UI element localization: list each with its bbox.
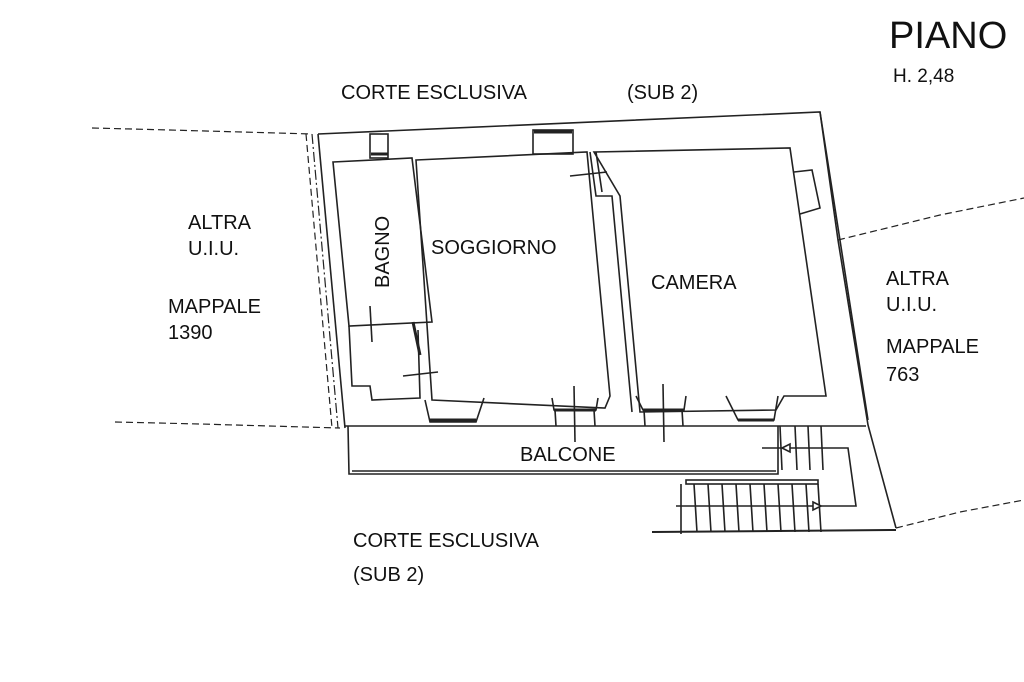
property-boundary-right: [837, 197, 1024, 529]
stairs-lower: [651, 479, 897, 534]
window-bagno: [369, 133, 389, 159]
neighbor-left-line2: U.I.U.: [188, 238, 240, 260]
boundary-dashdot: [311, 133, 339, 429]
room-camera-outline: [592, 147, 827, 413]
neighbor-right-line2: U.I.U.: [886, 294, 938, 316]
room-label-camera: CAMERA: [651, 272, 737, 294]
door-mark: [569, 171, 608, 177]
neighbor-left-mappale-number: 1390: [168, 322, 213, 344]
neighbor-right-mappale-number: 763: [886, 364, 920, 386]
neighbor-right-line1: ALTRA: [886, 268, 949, 290]
neighbor-left-line1: ALTRA: [188, 212, 251, 234]
camera-niche: [793, 169, 821, 215]
room-label-balcone: BALCONE: [520, 444, 616, 466]
neighbor-left-mappale-label: MAPPALE: [168, 296, 261, 318]
property-boundary-left: [91, 127, 341, 429]
courtyard-bottom-sub: (SUB 2): [353, 564, 425, 586]
window-soggiorno-bottom: [424, 397, 485, 423]
courtyard-top-sub: (SUB 2): [627, 82, 699, 104]
building-outline: [317, 111, 869, 429]
plan-title: PIANO: [889, 15, 1008, 57]
corridor-outline: [348, 325, 421, 401]
door-mark: [402, 371, 439, 377]
ceiling-height: H. 2,48: [893, 66, 955, 87]
east-wall: [819, 111, 897, 529]
room-label-soggiorno: SOGGIORNO: [431, 237, 557, 259]
stairs-upper: [762, 425, 857, 507]
room-soggiorno-outline: [415, 151, 611, 409]
neighbor-right-mappale-label: MAPPALE: [886, 336, 979, 358]
door-mark: [369, 305, 373, 343]
balcony-outline: [345, 425, 866, 475]
courtyard-bottom-label: CORTE ESCLUSIVA: [353, 530, 539, 552]
room-label-bagno: BAGNO: [372, 215, 394, 288]
courtyard-top-label: CORTE ESCLUSIVA: [341, 82, 527, 104]
window-soggiorno: [532, 129, 574, 155]
room-bagno-outline: [332, 157, 433, 327]
